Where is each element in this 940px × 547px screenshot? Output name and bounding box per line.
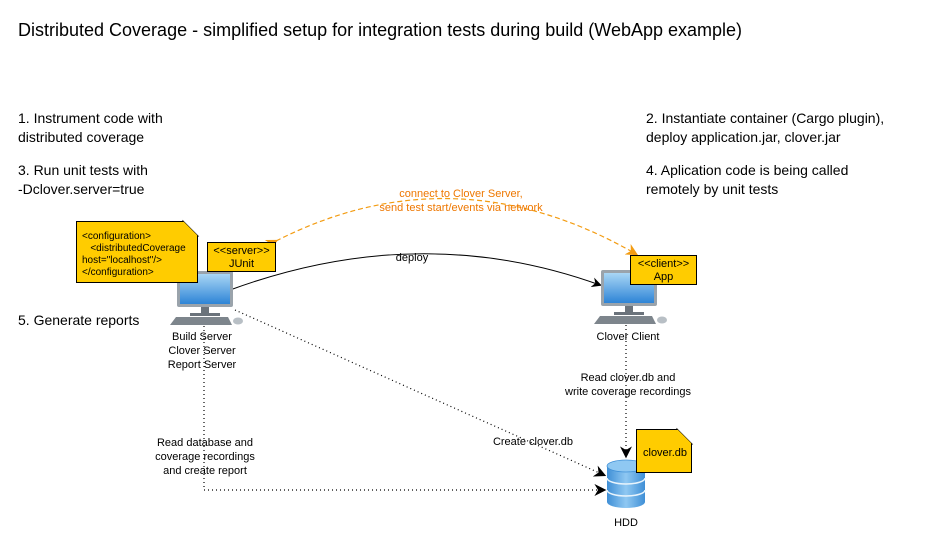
step-3: 3. Run unit tests with -Dclover.server=t… (18, 161, 148, 199)
step-4-line-1: 4. Aplication code is being called (646, 162, 849, 178)
build-server-label-line-2: Clover Server (168, 345, 236, 357)
config-line-4: </configuration> (82, 267, 154, 278)
report-label-line-1: Read database and (156, 437, 254, 449)
step-1-line-2: distributed coverage (18, 129, 145, 145)
create-db-label: Create clover.db (492, 436, 574, 448)
app-client-box: <<client>> App (630, 255, 697, 285)
step-2-line-1: 2. Instantiate container (Cargo plugin), (646, 110, 885, 126)
network-label-line-1: connect to Clover Server, (399, 188, 523, 200)
server-name: JUnit (228, 258, 255, 270)
report-label-line-2: coverage recordings (155, 451, 255, 463)
clover-db-note: clover.db (636, 429, 692, 473)
read-write-label: Read clover.db and write coverage record… (550, 371, 706, 399)
network-connection-arrow (264, 197, 639, 256)
hdd-database-icon (606, 459, 646, 508)
step-3-line-1: 3. Run unit tests with (18, 162, 148, 178)
diagram-title: Distributed Coverage - simplified setup … (18, 20, 743, 40)
configuration-note: <configuration> <distributedCoverage hos… (76, 221, 198, 283)
client-stereotype: <<client>> (637, 258, 690, 270)
report-arrow (203, 318, 607, 496)
clover-client-label: Clover Client (596, 331, 660, 343)
build-server-label: Build Server Clover Server Report Server (150, 330, 254, 372)
create-db-arrow (234, 309, 607, 477)
step-2: 2. Instantiate container (Cargo plugin),… (646, 109, 884, 147)
step-4: 4. Aplication code is being called remot… (646, 161, 848, 199)
config-line-2: <distributedCoverage (82, 243, 186, 254)
build-server-label-line-1: Build Server (172, 331, 232, 343)
deploy-label: deploy (395, 252, 429, 264)
network-label-line-2: send test start/events via network (379, 202, 543, 214)
junit-server-box: <<server>> JUnit (207, 242, 276, 272)
config-line-3: host="localhost"/> (82, 255, 162, 266)
deploy-arrow (229, 253, 602, 291)
server-stereotype: <<server>> (213, 245, 270, 257)
client-name: App (653, 271, 674, 283)
step-2-line-2: deploy application.jar, clover.jar (646, 129, 841, 145)
step-1-line-1: 1. Instrument code with (18, 110, 163, 126)
step-3-line-2: -Dclover.server=true (18, 181, 145, 197)
step-4-line-2: remotely by unit tests (646, 181, 779, 197)
report-label: Read database and coverage recordings an… (140, 436, 270, 478)
step-1: 1. Instrument code with distributed cove… (18, 109, 163, 147)
read-write-label-line-2: write coverage recordings (565, 386, 691, 398)
read-write-label-line-1: Read clover.db and (580, 372, 676, 384)
config-line-1: <configuration> (82, 231, 151, 242)
build-server-label-line-3: Report Server (167, 359, 237, 371)
hdd-label: HDD (614, 517, 638, 529)
network-connection-label: connect to Clover Server, send test star… (346, 187, 576, 215)
build-server-computer-icon (170, 271, 243, 325)
report-label-line-3: and create report (163, 465, 247, 477)
step-5: 5. Generate reports (18, 312, 140, 328)
